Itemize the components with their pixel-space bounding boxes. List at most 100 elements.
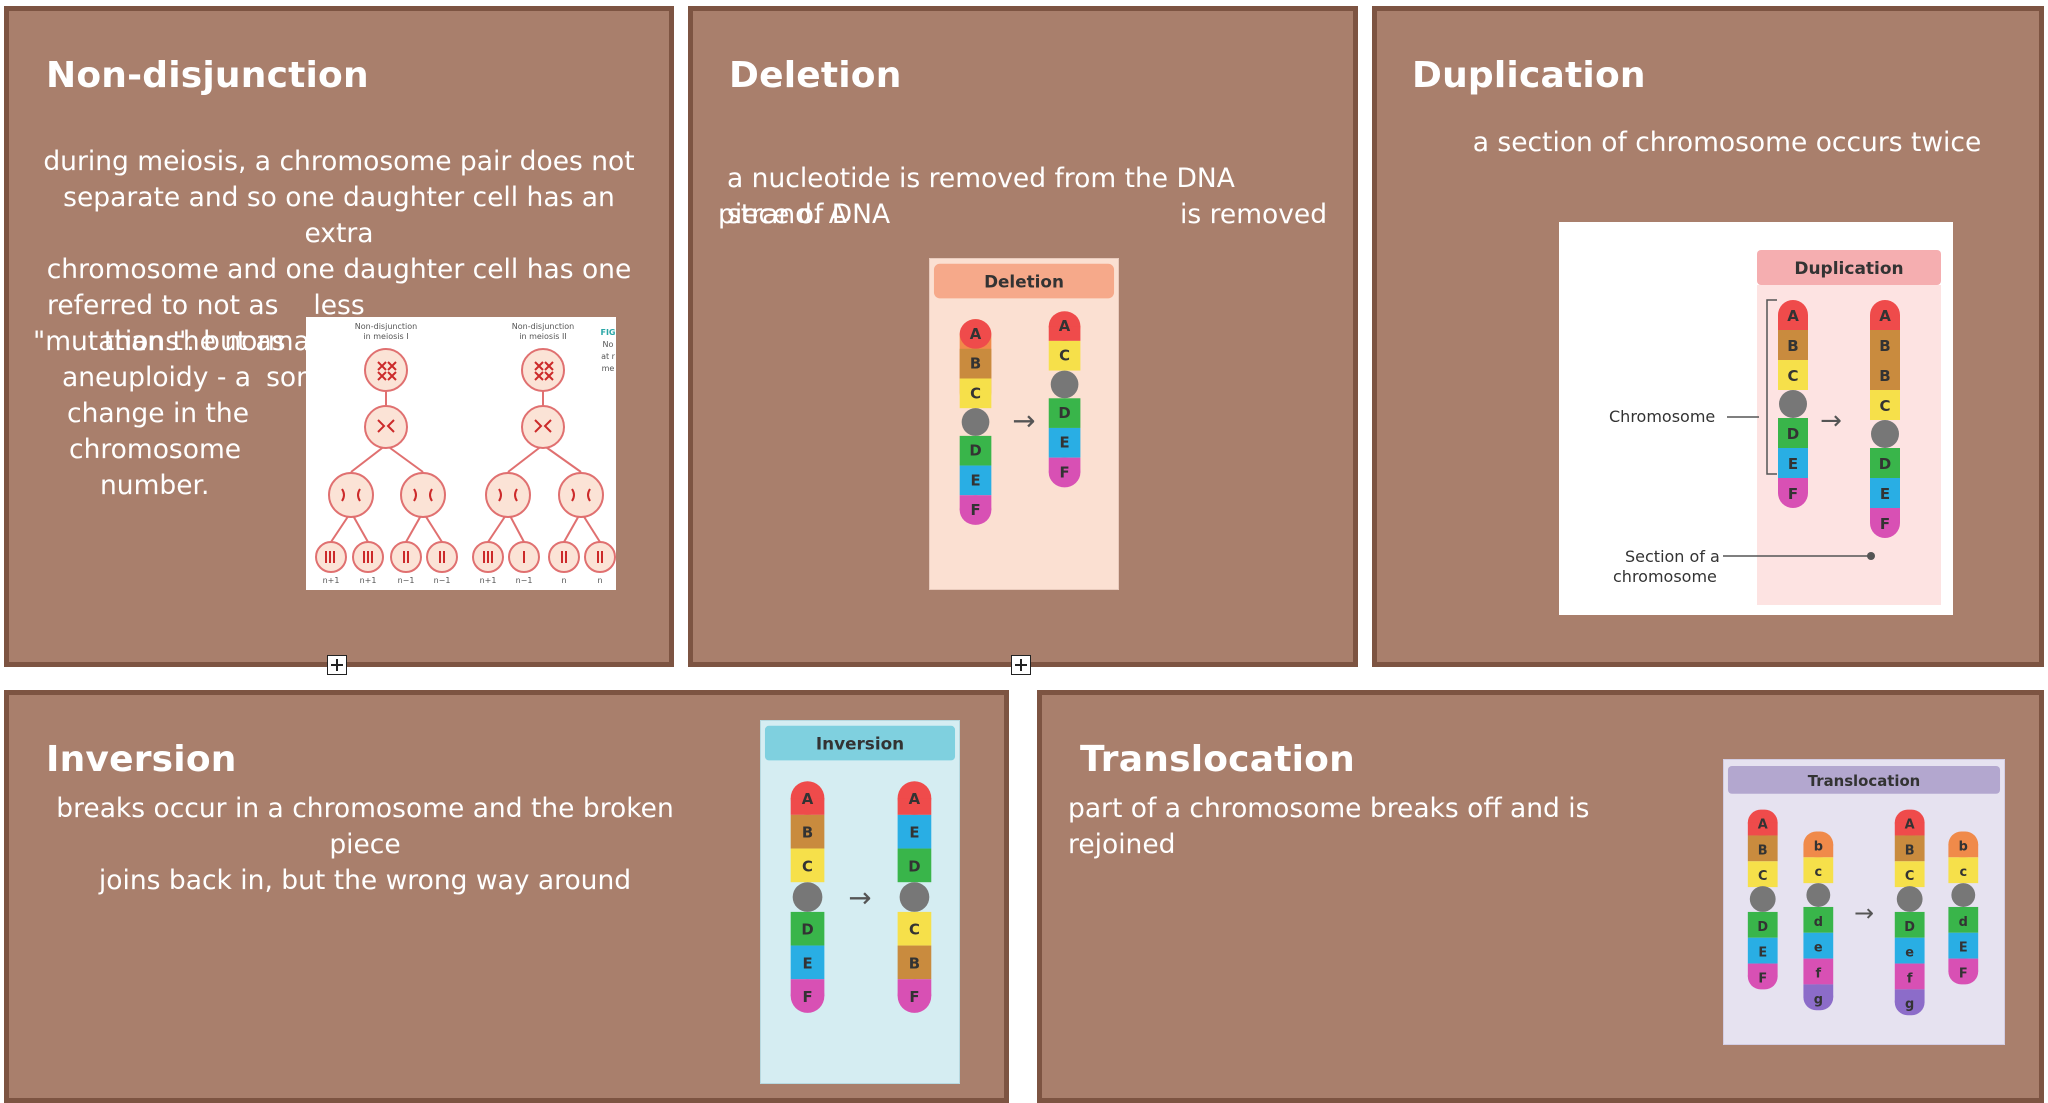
card-title: Translocation xyxy=(1080,739,1355,780)
card-description-continued: referred to not as "mutations'. but as a… xyxy=(27,288,287,504)
card-description: a section of chromosome occurs twice xyxy=(1472,127,1982,158)
gene-label: f xyxy=(1907,971,1913,986)
chromosome-left: A B C D E F xyxy=(790,781,825,1013)
gene-label: B xyxy=(1905,843,1915,858)
gene-label: F xyxy=(970,502,980,519)
card-nondisjunction[interactable]: Non-disjunction during meiosis, a chromo… xyxy=(4,6,674,667)
gene-label: A xyxy=(1758,818,1768,833)
card-description: a nucleotide is removed from the DNA str… xyxy=(723,161,1323,233)
text-line: change in the xyxy=(67,398,250,429)
text-line: separate and so one daughter cell has an… xyxy=(63,182,615,249)
gene-label: b xyxy=(1959,839,1968,854)
gene-label: F xyxy=(909,988,919,1006)
chromosome-marks xyxy=(325,361,603,563)
chromosome-left: A B C D E F xyxy=(959,319,992,525)
gene-label: C xyxy=(802,857,813,875)
figure-title: Duplication xyxy=(1794,259,1903,279)
fig-edge-label: me xyxy=(602,364,615,373)
count-label: n−1 xyxy=(516,576,533,585)
card-translocation[interactable]: Translocation part of a chromosome break… xyxy=(1037,690,2044,1103)
text-line: breaks occur in a chromosome and the bro… xyxy=(56,793,674,860)
card-inversion[interactable]: Inversion breaks occur in a chromosome a… xyxy=(4,690,1009,1103)
gene-label: D xyxy=(1904,920,1915,935)
count-label: n xyxy=(561,576,566,585)
gene-label: D xyxy=(1757,920,1768,935)
gene-label: A xyxy=(1059,318,1071,335)
section-label: Section of a xyxy=(1625,547,1720,566)
chromosome-3: A B C D e f g xyxy=(1894,809,1925,1016)
col2-title: Non-disjunction xyxy=(512,322,574,331)
text-line-right: is removed xyxy=(1180,199,1328,230)
count-label: n−1 xyxy=(434,576,451,585)
deletion-diagram: Deletion A B C D E F → xyxy=(929,258,1119,590)
gene-label: A xyxy=(909,790,921,808)
text-line: "mutations'. but as xyxy=(33,326,286,357)
translocation-diagram: Translocation A B C D E F xyxy=(1723,759,2005,1045)
cell-tree xyxy=(315,348,616,573)
chromosome-left: A B C D E F xyxy=(1778,300,1808,508)
gene-label: C xyxy=(970,385,981,402)
chromosome-1: A B C D E F xyxy=(1747,809,1778,990)
card-duplication[interactable]: Duplication a section of chromosome occu… xyxy=(1372,6,2044,667)
gene-label: B xyxy=(970,356,981,373)
gene-label: c xyxy=(1814,865,1822,880)
card-title: Deletion xyxy=(729,55,902,96)
text-line: referred to not as xyxy=(47,290,279,321)
fig-edge-label: FIG xyxy=(600,328,615,337)
gene-label: c xyxy=(1959,865,1967,880)
gene-label: F xyxy=(1880,515,1890,533)
gene-label: D xyxy=(801,921,813,939)
gene-label: B xyxy=(802,824,813,842)
text-line: joins back in, but the wrong way around xyxy=(98,865,632,896)
col1-subtitle: in meiosis I xyxy=(363,332,408,341)
gene-label: A xyxy=(970,326,982,343)
section-label: chromosome xyxy=(1613,567,1717,586)
gene-label: g xyxy=(1814,992,1823,1007)
gene-label: E xyxy=(1959,941,1968,956)
card-title: Duplication xyxy=(1412,55,1646,96)
duplication-svg: Duplication Chromosome Section of a chro… xyxy=(1609,250,1941,605)
col2-subtitle: in meiosis II xyxy=(519,332,567,341)
translocation-svg: Translocation A B C D E F xyxy=(1727,765,2001,1016)
gene-label: E xyxy=(909,824,919,842)
gene-label: E xyxy=(1880,485,1890,503)
chromosome-right: A C D E F xyxy=(1048,311,1081,488)
cell-count-labels: n+1 n+1 n−1 n−1 n+1 n−1 n n xyxy=(323,576,603,585)
inversion-diagram: Inversion A B C D E F → xyxy=(760,720,960,1084)
gene-label: D xyxy=(1879,455,1891,473)
card-title: Non-disjunction xyxy=(46,55,369,96)
gene-label: A xyxy=(1905,818,1915,833)
text-line: a nucleotide is removed from the DNA str… xyxy=(727,163,1235,230)
chromosome-right: A E D C B F xyxy=(897,781,932,1013)
gene-label: C xyxy=(1059,348,1070,365)
text-line: number. xyxy=(100,470,210,501)
arrow-icon: → xyxy=(1012,404,1035,437)
gene-label: E xyxy=(1059,435,1069,452)
duplication-diagram: Duplication Chromosome Section of a chro… xyxy=(1559,222,1953,615)
gene-label: C xyxy=(1787,367,1798,385)
nondisjunction-diagram: Non-disjunction in meiosis I Non-disjunc… xyxy=(306,317,616,590)
gene-label: d xyxy=(1959,915,1968,930)
chromosome-right: A B B C D E F xyxy=(1870,300,1900,538)
chromosome-2: b c d e f g xyxy=(1803,831,1834,1011)
gene-label: D xyxy=(969,443,981,460)
gene-label: F xyxy=(1059,464,1069,481)
gene-label: D xyxy=(1058,405,1070,422)
card-deletion[interactable]: Deletion a nucleotide is removed from th… xyxy=(688,6,1358,667)
gene-label: e xyxy=(1814,941,1823,956)
expand-handle[interactable] xyxy=(1011,655,1031,675)
gene-label: A xyxy=(802,790,814,808)
text-line: aneuploidy - a xyxy=(62,362,252,393)
gene-label: B xyxy=(1879,337,1890,355)
expand-handle[interactable] xyxy=(327,655,347,675)
gene-label: d xyxy=(1814,915,1823,930)
gene-label: C xyxy=(1879,397,1890,415)
figure-title: Translocation xyxy=(1808,772,1921,790)
gene-label: E xyxy=(1758,946,1767,961)
gene-label: C xyxy=(1758,869,1767,884)
chromosome-4: b c d E F xyxy=(1948,831,1979,985)
card-description: part of a chromosome breaks off and is r… xyxy=(1068,793,1590,860)
gene-label: B xyxy=(1879,367,1890,385)
arrow-icon: → xyxy=(1854,899,1874,927)
gene-label: F xyxy=(1959,966,1968,981)
